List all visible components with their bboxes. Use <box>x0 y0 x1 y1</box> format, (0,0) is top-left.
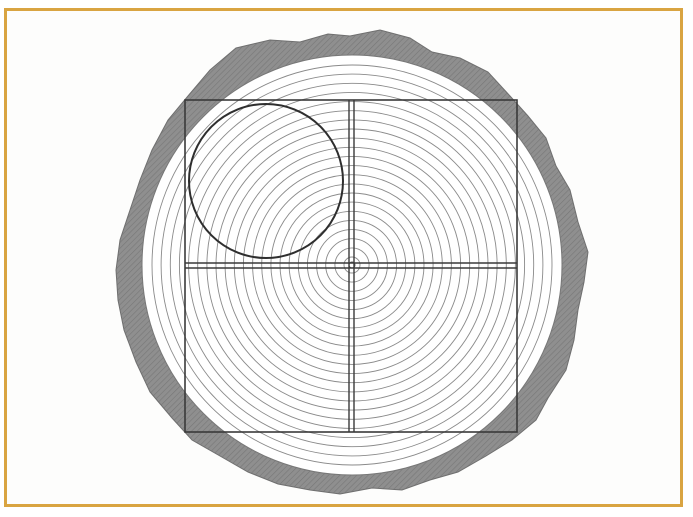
wood-surface <box>142 55 562 475</box>
